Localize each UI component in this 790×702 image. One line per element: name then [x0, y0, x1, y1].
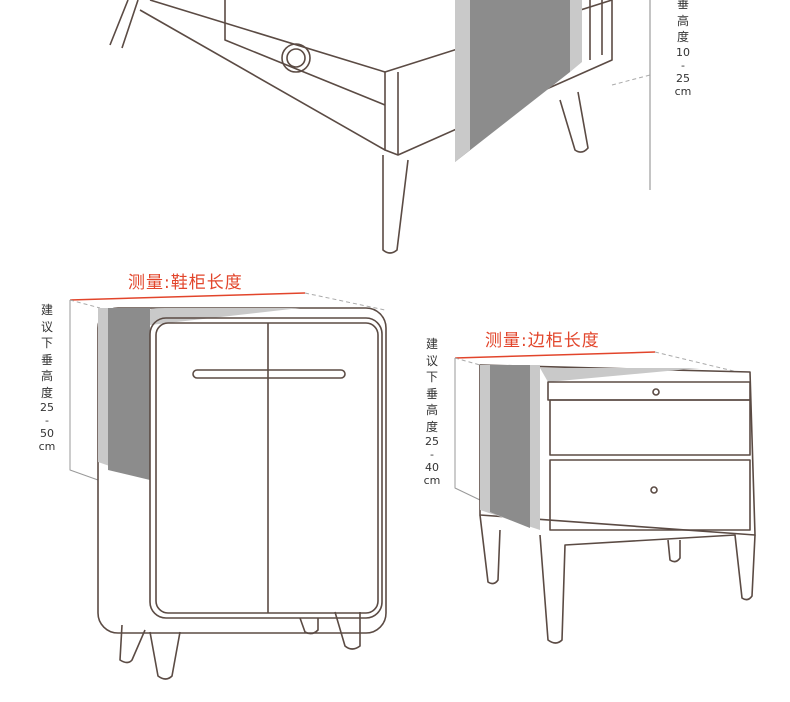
- drop-max: 50: [40, 427, 54, 440]
- drop-min: 25: [425, 435, 439, 448]
- label-char: 高: [40, 369, 53, 383]
- label-char: 度: [676, 30, 689, 44]
- label-char: 建: [425, 337, 438, 351]
- label-char: 垂: [676, 0, 689, 11]
- label-char: 下: [40, 336, 53, 350]
- shoe-cabinet-measure-title: 测量:鞋柜长度: [128, 273, 243, 293]
- drop-min: 25: [40, 401, 54, 414]
- unit: cm: [674, 84, 692, 98]
- dash: -: [430, 448, 434, 461]
- label-char: 垂: [425, 386, 438, 401]
- side-cabinet-illustration: [454, 351, 756, 644]
- dash: -: [681, 58, 685, 72]
- label-char: 度: [425, 419, 438, 434]
- label-char: 建: [40, 303, 53, 317]
- label-char: 度: [40, 385, 53, 400]
- drop-max: 40: [425, 461, 439, 474]
- label-char: 下: [425, 370, 438, 384]
- tv-stand-drop-height-label: 垂 高 度 10 - 25 cm: [674, 0, 692, 98]
- side-cabinet-drop-height-label: 建 议 下 垂 高 度 25 - 40 cm: [423, 336, 441, 487]
- drop-min: 10: [676, 45, 690, 59]
- table-runner: [455, 0, 570, 162]
- shoe-cabinet-illustration: [69, 292, 387, 680]
- label-char: 高: [676, 13, 689, 28]
- label-char: 高: [425, 403, 438, 417]
- label-char: 议: [40, 319, 53, 334]
- dash: -: [45, 414, 49, 427]
- unit: cm: [38, 440, 56, 453]
- label-char: 议: [425, 353, 438, 368]
- label-char: 垂: [40, 352, 53, 367]
- drop-max: 25: [676, 71, 690, 85]
- unit: cm: [423, 474, 441, 487]
- tv-stand-illustration: [109, 0, 651, 254]
- side-cabinet-measure-title: 测量:边柜长度: [485, 331, 600, 351]
- shoe-cabinet-drop-height-label: 建 议 下 垂 高 度 25 - 50 cm: [38, 302, 56, 453]
